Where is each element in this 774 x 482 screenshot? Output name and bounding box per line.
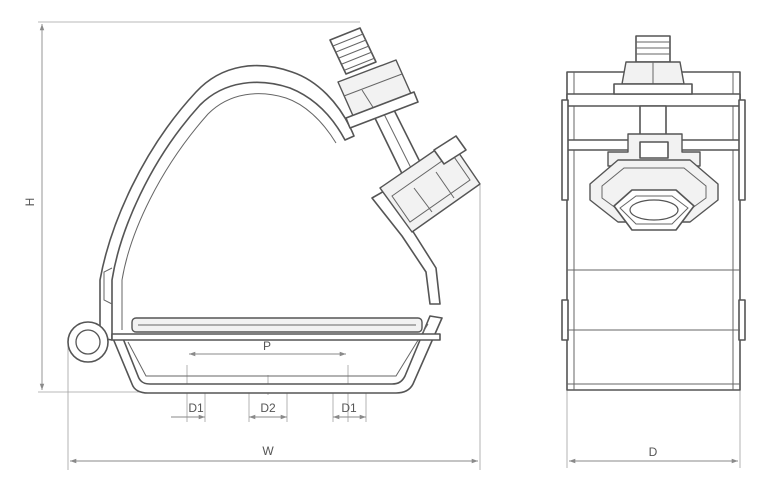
outer-shell xyxy=(99,64,355,341)
inner-shell-line xyxy=(121,93,337,330)
bolt-thread xyxy=(329,27,377,75)
pitch-label: P xyxy=(263,339,271,353)
front-dimensions: D xyxy=(569,445,738,464)
ring-inner xyxy=(75,329,101,355)
insert-bar-end xyxy=(111,333,441,341)
cradle-inner-line xyxy=(127,323,429,377)
depth-label: D xyxy=(649,445,658,459)
front-left-tab xyxy=(561,99,569,201)
d2-label: D2 xyxy=(260,401,276,415)
bolt-washer xyxy=(345,91,419,129)
height-label: H xyxy=(23,198,37,207)
front-view xyxy=(561,35,746,468)
d1-left-label: D1 xyxy=(188,401,204,415)
hex-core-bore xyxy=(629,199,679,221)
jaw-cap xyxy=(433,135,467,165)
d1-right-label: D1 xyxy=(341,401,357,415)
side-dimensions: H W P D1 D2 D1 xyxy=(23,24,478,464)
clamp-jaw xyxy=(379,139,481,233)
front-top-band xyxy=(566,93,741,107)
side-view xyxy=(38,21,481,470)
front-right-tab xyxy=(738,99,746,201)
cable-cradle xyxy=(111,315,443,394)
side-hook xyxy=(103,267,113,305)
width-label: W xyxy=(262,444,274,458)
